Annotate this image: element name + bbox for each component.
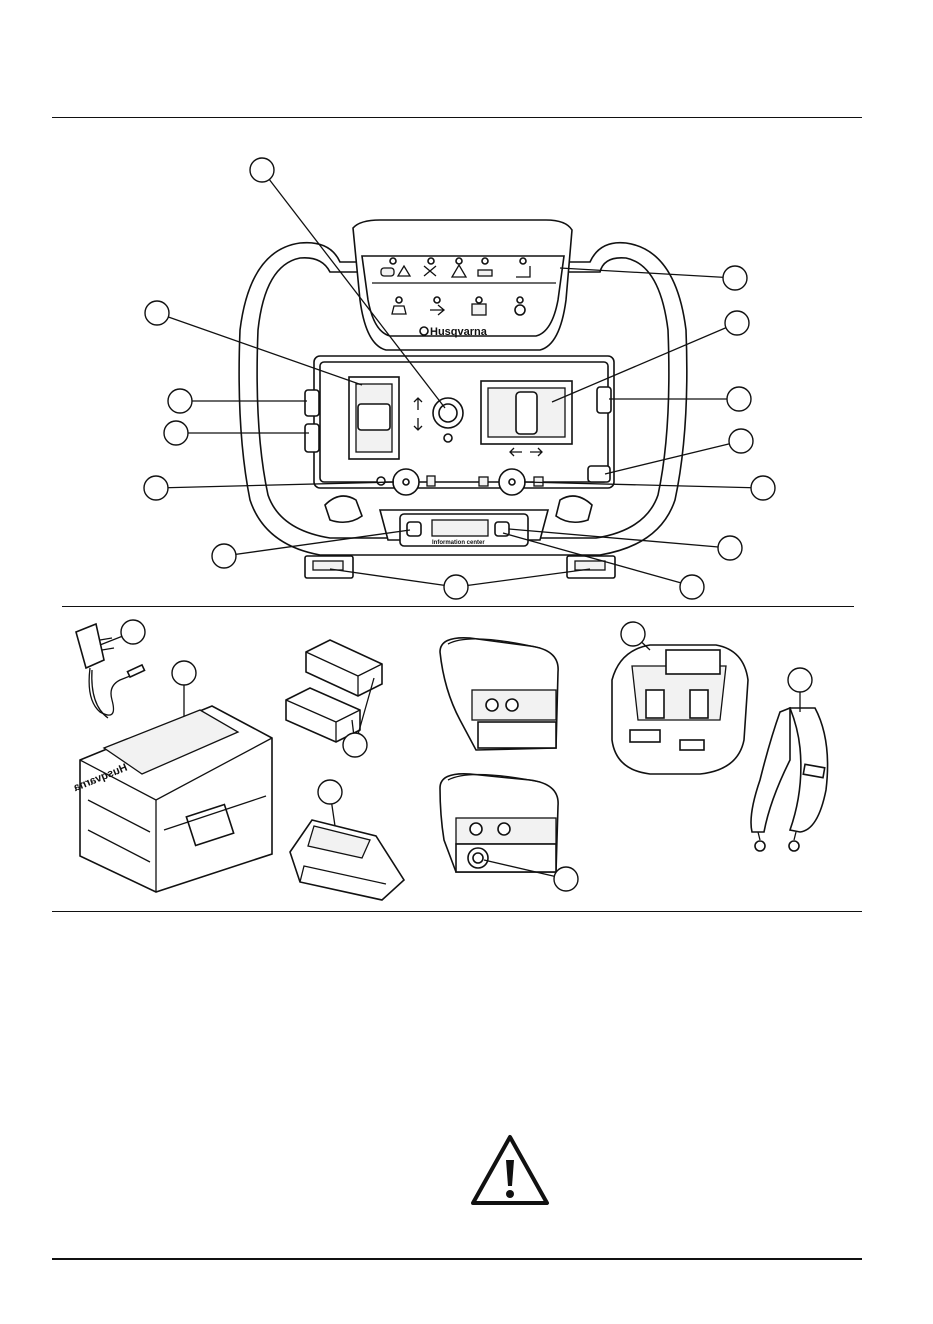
callout-marker — [343, 733, 367, 757]
remote-with-harness — [612, 645, 748, 774]
callout-marker — [751, 476, 775, 500]
callout-marker — [680, 575, 704, 599]
storage-case: Husqvarna — [71, 706, 272, 892]
callout-marker — [250, 158, 274, 182]
callout-marker — [788, 668, 812, 692]
callout-marker — [168, 389, 192, 413]
shoulder-strap — [751, 708, 828, 851]
callout-marker — [723, 266, 747, 290]
callout-marker — [729, 429, 753, 453]
callout-marker — [144, 476, 168, 500]
receiver-unit-bottom — [440, 774, 558, 872]
callout-marker — [621, 622, 645, 646]
callout-marker — [212, 544, 236, 568]
warning-triangle-icon — [473, 1137, 547, 1203]
brand-text: Husqvarna — [430, 326, 488, 338]
receiver-unit-top — [440, 638, 558, 750]
callout-marker — [318, 780, 342, 804]
battery-charger — [290, 820, 404, 900]
callout-marker — [725, 311, 749, 335]
callout-marker — [145, 301, 169, 325]
battery-packs — [286, 640, 382, 742]
callout-marker — [727, 387, 751, 411]
callout-marker — [444, 575, 468, 599]
callout-marker — [164, 421, 188, 445]
info-center-label: Information center — [432, 540, 485, 546]
callout-marker — [554, 867, 578, 891]
callout-marker — [172, 661, 196, 685]
callout-marker — [121, 620, 145, 644]
callout-marker — [718, 536, 742, 560]
